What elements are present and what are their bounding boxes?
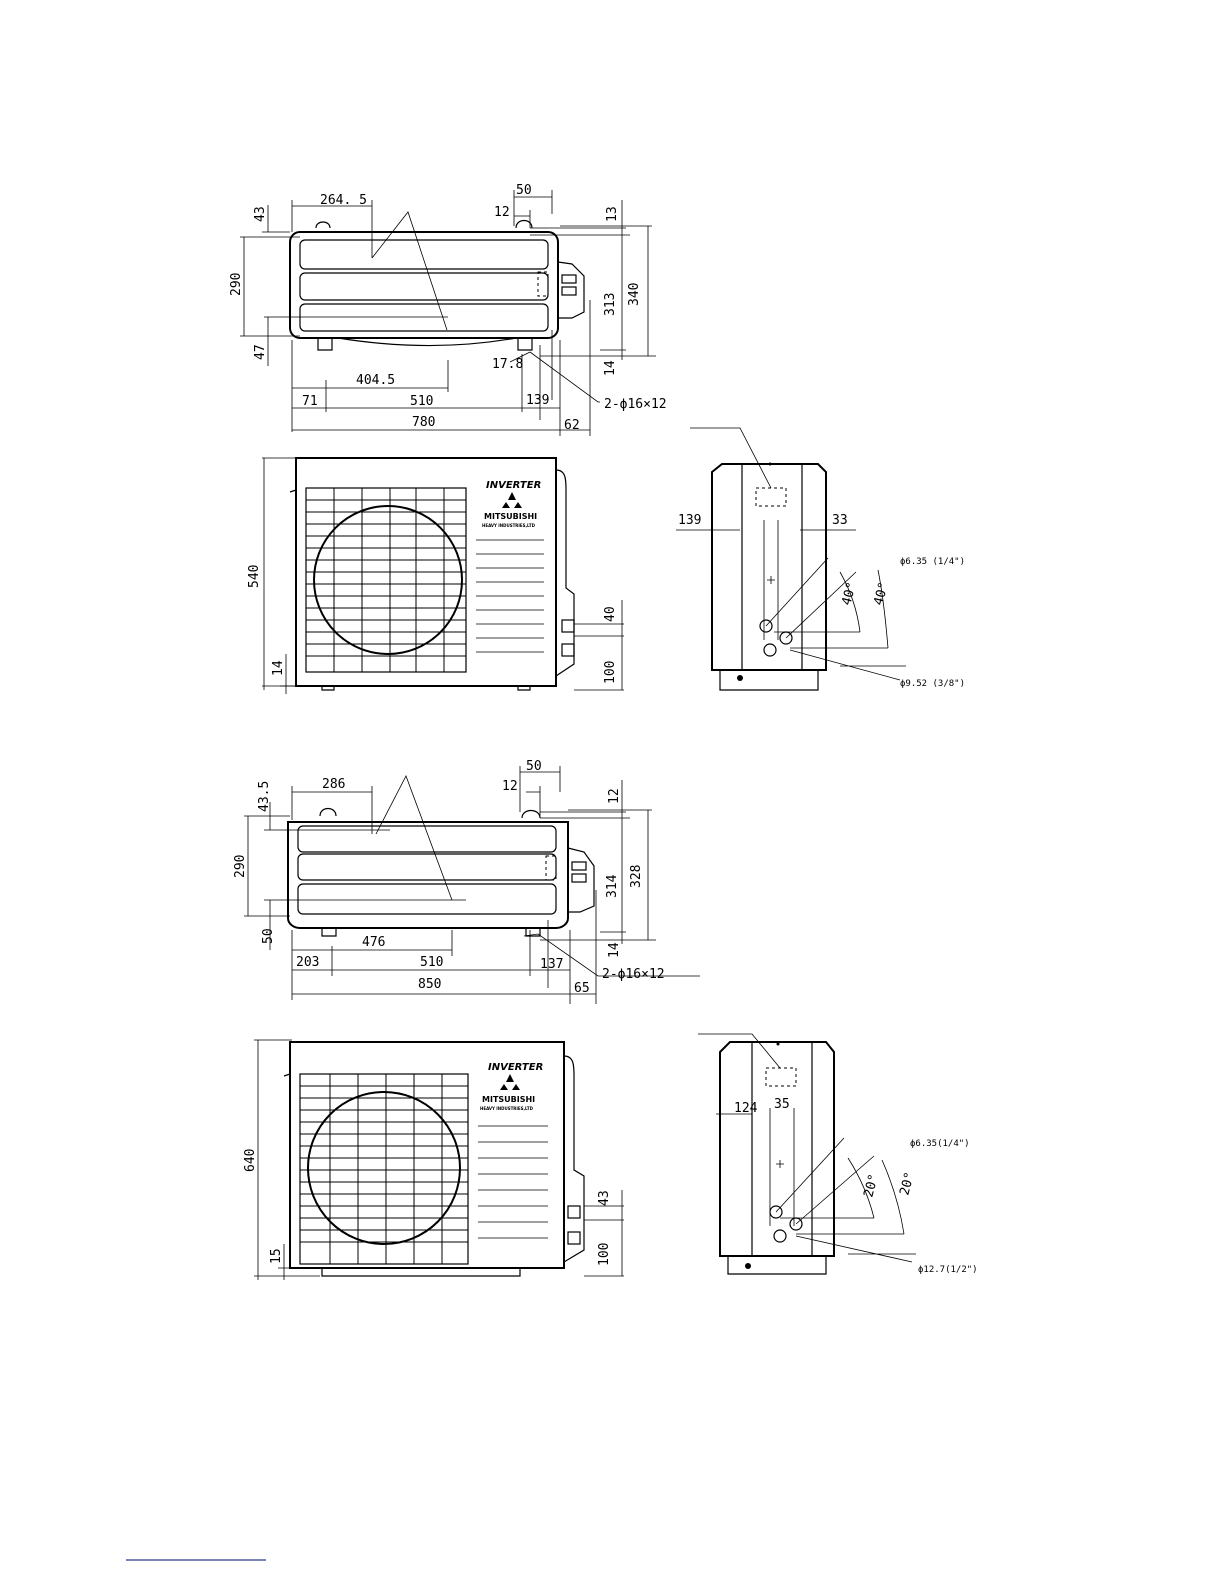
unit1-side-dims: 139 33 ϕ6.35 (1/4") ϕ9.52 (3/8") 40° 40° (678, 513, 965, 689)
angle-label: 20° (861, 1172, 882, 1199)
dim-label: 12 (494, 205, 510, 220)
unit2-top-dims: 286 43.5 290 50 476 203 510 850 50 12 12… (233, 759, 665, 996)
dim-label: 476 (362, 935, 385, 950)
unit1-front-view: INVERTER MITSUBISHI HEAVY INDUSTRIES,LTD (262, 457, 624, 694)
dim-label: 12 (502, 779, 518, 794)
dim-label: 15 (269, 1248, 284, 1264)
angle-label: 40° (871, 580, 892, 607)
dim-label: 314 (605, 874, 620, 898)
dim-label: 137 (540, 957, 563, 972)
dim-label: 33 (832, 513, 848, 528)
logo-brand-text: MITSUBISHI (484, 512, 537, 521)
logo-inverter-text: INVERTER (486, 480, 541, 491)
dim-label: 14 (271, 660, 286, 676)
unit2-front-view: INVERTER MITSUBISHI HEAVY INDUSTRIES,LTD (254, 1039, 624, 1280)
pipe-label: ϕ6.35(1/4") (910, 1139, 970, 1149)
dim-label: 62 (564, 418, 580, 433)
dim-label: 2-ϕ16×12 (602, 967, 665, 982)
dim-label: 328 (629, 865, 644, 888)
dim-label: 71 (302, 394, 318, 409)
dim-label: 100 (597, 1243, 612, 1266)
dim-label: 780 (412, 415, 435, 430)
mitsubishi-logo-icon (502, 492, 522, 508)
dim-label: 14 (607, 942, 622, 958)
unit2-top-view (244, 766, 700, 1004)
dim-label: 50 (526, 759, 542, 774)
dim-label: 50 (261, 928, 276, 944)
dim-label: 17.8 (492, 357, 523, 372)
pipe-label: ϕ6.35 (1/4") (900, 557, 965, 567)
angle-label: 20° (897, 1170, 918, 1197)
logo-inverter-text: INVERTER (488, 1062, 543, 1073)
pipe-label: ϕ12.7(1/2") (918, 1265, 978, 1275)
dim-label: 290 (233, 855, 248, 878)
dim-label: 850 (418, 977, 441, 992)
unit2-brand-plate: INVERTER MITSUBISHI HEAVY INDUSTRIES,LTD (480, 1062, 543, 1111)
dim-label: 404.5 (356, 373, 395, 388)
dim-label: 124 (734, 1101, 758, 1116)
dim-label: 43.5 (257, 781, 272, 812)
dim-label: 540 (247, 565, 262, 588)
dim-label: 12 (607, 788, 622, 804)
dim-label: 286 (322, 777, 345, 792)
dim-label: 340 (627, 283, 642, 306)
angle-label: 40° (839, 580, 860, 607)
dim-label: 139 (678, 513, 701, 528)
dim-label: 14 (603, 360, 618, 376)
dim-label: 43 (597, 1190, 612, 1206)
dim-label: 264. 5 (320, 193, 367, 208)
pipe-label: ϕ9.52 (3/8") (900, 679, 965, 689)
dim-label: 139 (526, 393, 549, 408)
mitsubishi-logo-icon (500, 1074, 520, 1090)
unit1-top-dims: 264. 5 43 290 47 404.5 71 510 780 50 12 … (229, 183, 667, 433)
unit2-front-dims: 640 15 43 100 (243, 1149, 612, 1266)
unit1-top-view (240, 190, 656, 436)
dim-label: 640 (243, 1149, 258, 1172)
unit1-front-dims: 540 14 40 100 (247, 565, 618, 684)
logo-sub-text: HEAVY INDUSTRIES,LTD (482, 523, 536, 528)
dim-label: 510 (410, 394, 433, 409)
dim-label: 510 (420, 955, 443, 970)
dim-label: 2-ϕ16×12 (604, 397, 667, 412)
dim-label: 290 (229, 273, 244, 296)
dim-label: 47 (253, 344, 268, 360)
unit1-side-view (676, 427, 906, 691)
dim-label: 35 (774, 1097, 790, 1112)
dim-label: 100 (603, 661, 618, 684)
dim-label: 65 (574, 981, 590, 996)
dim-label: 203 (296, 955, 319, 970)
unit2-side-view (698, 1033, 916, 1275)
unit2-side-dims: 124 35 ϕ6.35(1/4") ϕ12.7(1/2") 20° 20° (734, 1097, 978, 1275)
dim-label: 50 (516, 183, 532, 198)
dim-label: 313 (603, 293, 618, 316)
dim-label: 13 (605, 206, 620, 222)
unit1-brand-plate: INVERTER MITSUBISHI HEAVY INDUSTRIES,LTD (482, 480, 541, 528)
logo-sub-text: HEAVY INDUSTRIES,LTD (480, 1106, 534, 1111)
logo-brand-text: MITSUBISHI (482, 1095, 535, 1104)
dim-label: 40 (603, 606, 618, 622)
dim-label: 43 (253, 206, 268, 222)
